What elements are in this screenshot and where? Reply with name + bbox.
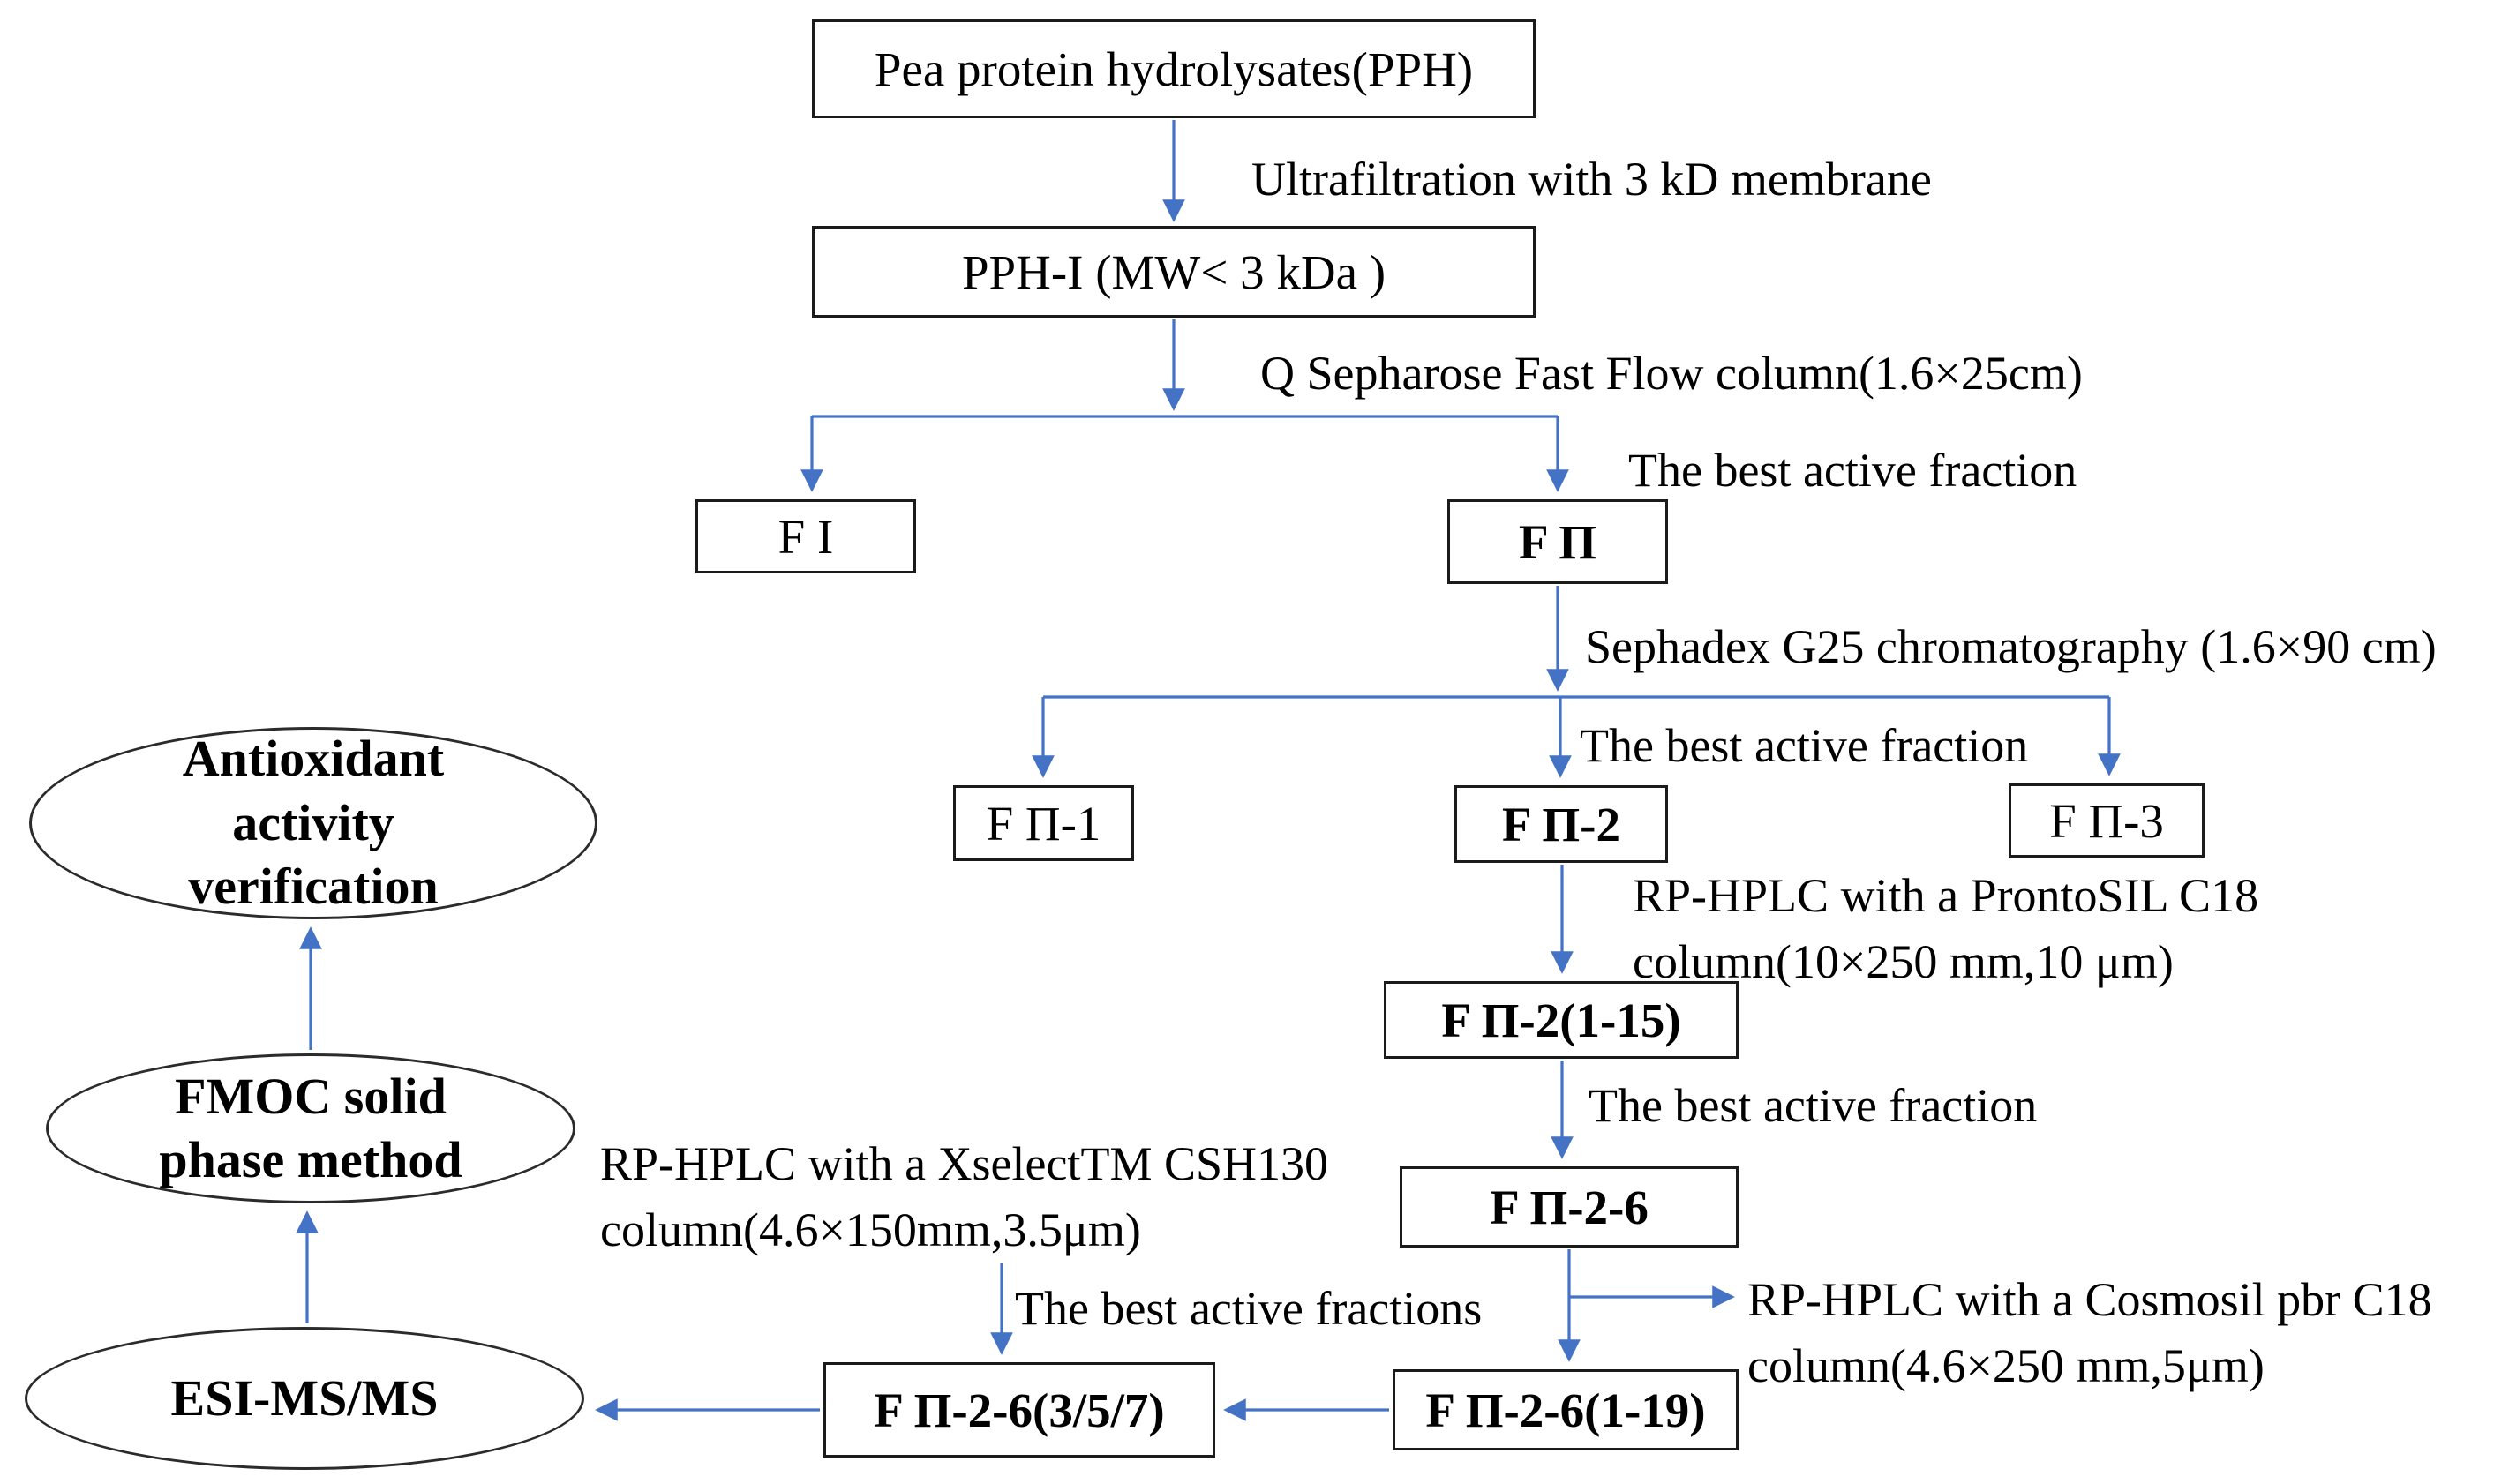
node-f2-2: F Π-2 — [1454, 785, 1668, 863]
node-f2-2-6: F Π-2-6 — [1400, 1166, 1739, 1248]
node-antioxidant-verification: Antioxidant activity verification — [29, 727, 597, 919]
node-f2-2-6-1-19: F Π-2-6(1-19) — [1393, 1369, 1739, 1450]
label-q-sepharose: Q Sepharose Fast Flow column(1.6×25cm) — [1260, 347, 2083, 400]
label-best-active-fractions-4: The best active fractions — [1015, 1282, 1483, 1335]
node-f2-2-6-label: F Π-2-6 — [1490, 1180, 1649, 1234]
node-pph-i-label: PPH-I (MW< 3 kDa ) — [961, 244, 1386, 299]
node-f2-1-label: F Π-1 — [986, 796, 1101, 851]
node-f2-1: F Π-1 — [953, 785, 1134, 861]
node-f2-3: F Π-3 — [2009, 783, 2205, 858]
node-f2-2-label: F Π-2 — [1502, 797, 1620, 851]
node-f2: F Π — [1447, 499, 1668, 584]
label-sephadex: Sephadex G25 chromatography (1.6×90 cm) — [1585, 620, 2437, 673]
node-f2-label: F Π — [1518, 514, 1597, 569]
label-xselect-column: RP-HPLC with a XselectTM CSH130 column(4… — [600, 1137, 1329, 1256]
node-f2-2-6-1-19-label: F Π-2-6(1-19) — [1425, 1383, 1706, 1437]
node-f2-2-1-15: F Π-2(1-15) — [1384, 981, 1739, 1059]
label-ultrafiltration: Ultrafiltration with 3 kD membrane — [1251, 153, 1932, 206]
node-pph: Pea protein hydrolysates(PPH) — [812, 19, 1536, 118]
node-f2-2-6-3-5-7-label: F Π-2-6(3/5/7) — [874, 1383, 1165, 1437]
node-pph-label: Pea protein hydrolysates(PPH) — [874, 41, 1474, 96]
label-best-active-fraction-2: The best active fraction — [1580, 719, 2029, 772]
node-f2-2-6-3-5-7: F Π-2-6(3/5/7) — [823, 1362, 1215, 1458]
label-cosmosil-column: RP-HPLC with a Cosmosil pbr C18 column(4… — [1747, 1273, 2432, 1392]
node-f2-2-1-15-label: F Π-2(1-15) — [1441, 993, 1681, 1047]
node-esi-ms-ms-label: ESI-MS/MS — [170, 1368, 439, 1427]
label-prontosil-column: RP-HPLC with a ProntoSIL C18 column(10×2… — [1633, 869, 2259, 988]
node-fmoc-method: FMOC solid phase method — [46, 1053, 575, 1203]
node-f1: F I — [695, 499, 916, 573]
node-f2-3-label: F Π-3 — [2049, 793, 2164, 848]
node-pph-i: PPH-I (MW< 3 kDa ) — [812, 226, 1536, 318]
node-antioxidant-verification-label: Antioxidant activity verification — [182, 730, 445, 916]
node-esi-ms-ms: ESI-MS/MS — [25, 1327, 584, 1470]
label-best-active-fraction-1: The best active fraction — [1628, 444, 2077, 497]
label-best-active-fraction-3: The best active fraction — [1589, 1079, 2038, 1132]
node-fmoc-method-label: FMOC solid phase method — [159, 1067, 462, 1189]
node-f1-label: F I — [777, 509, 834, 564]
